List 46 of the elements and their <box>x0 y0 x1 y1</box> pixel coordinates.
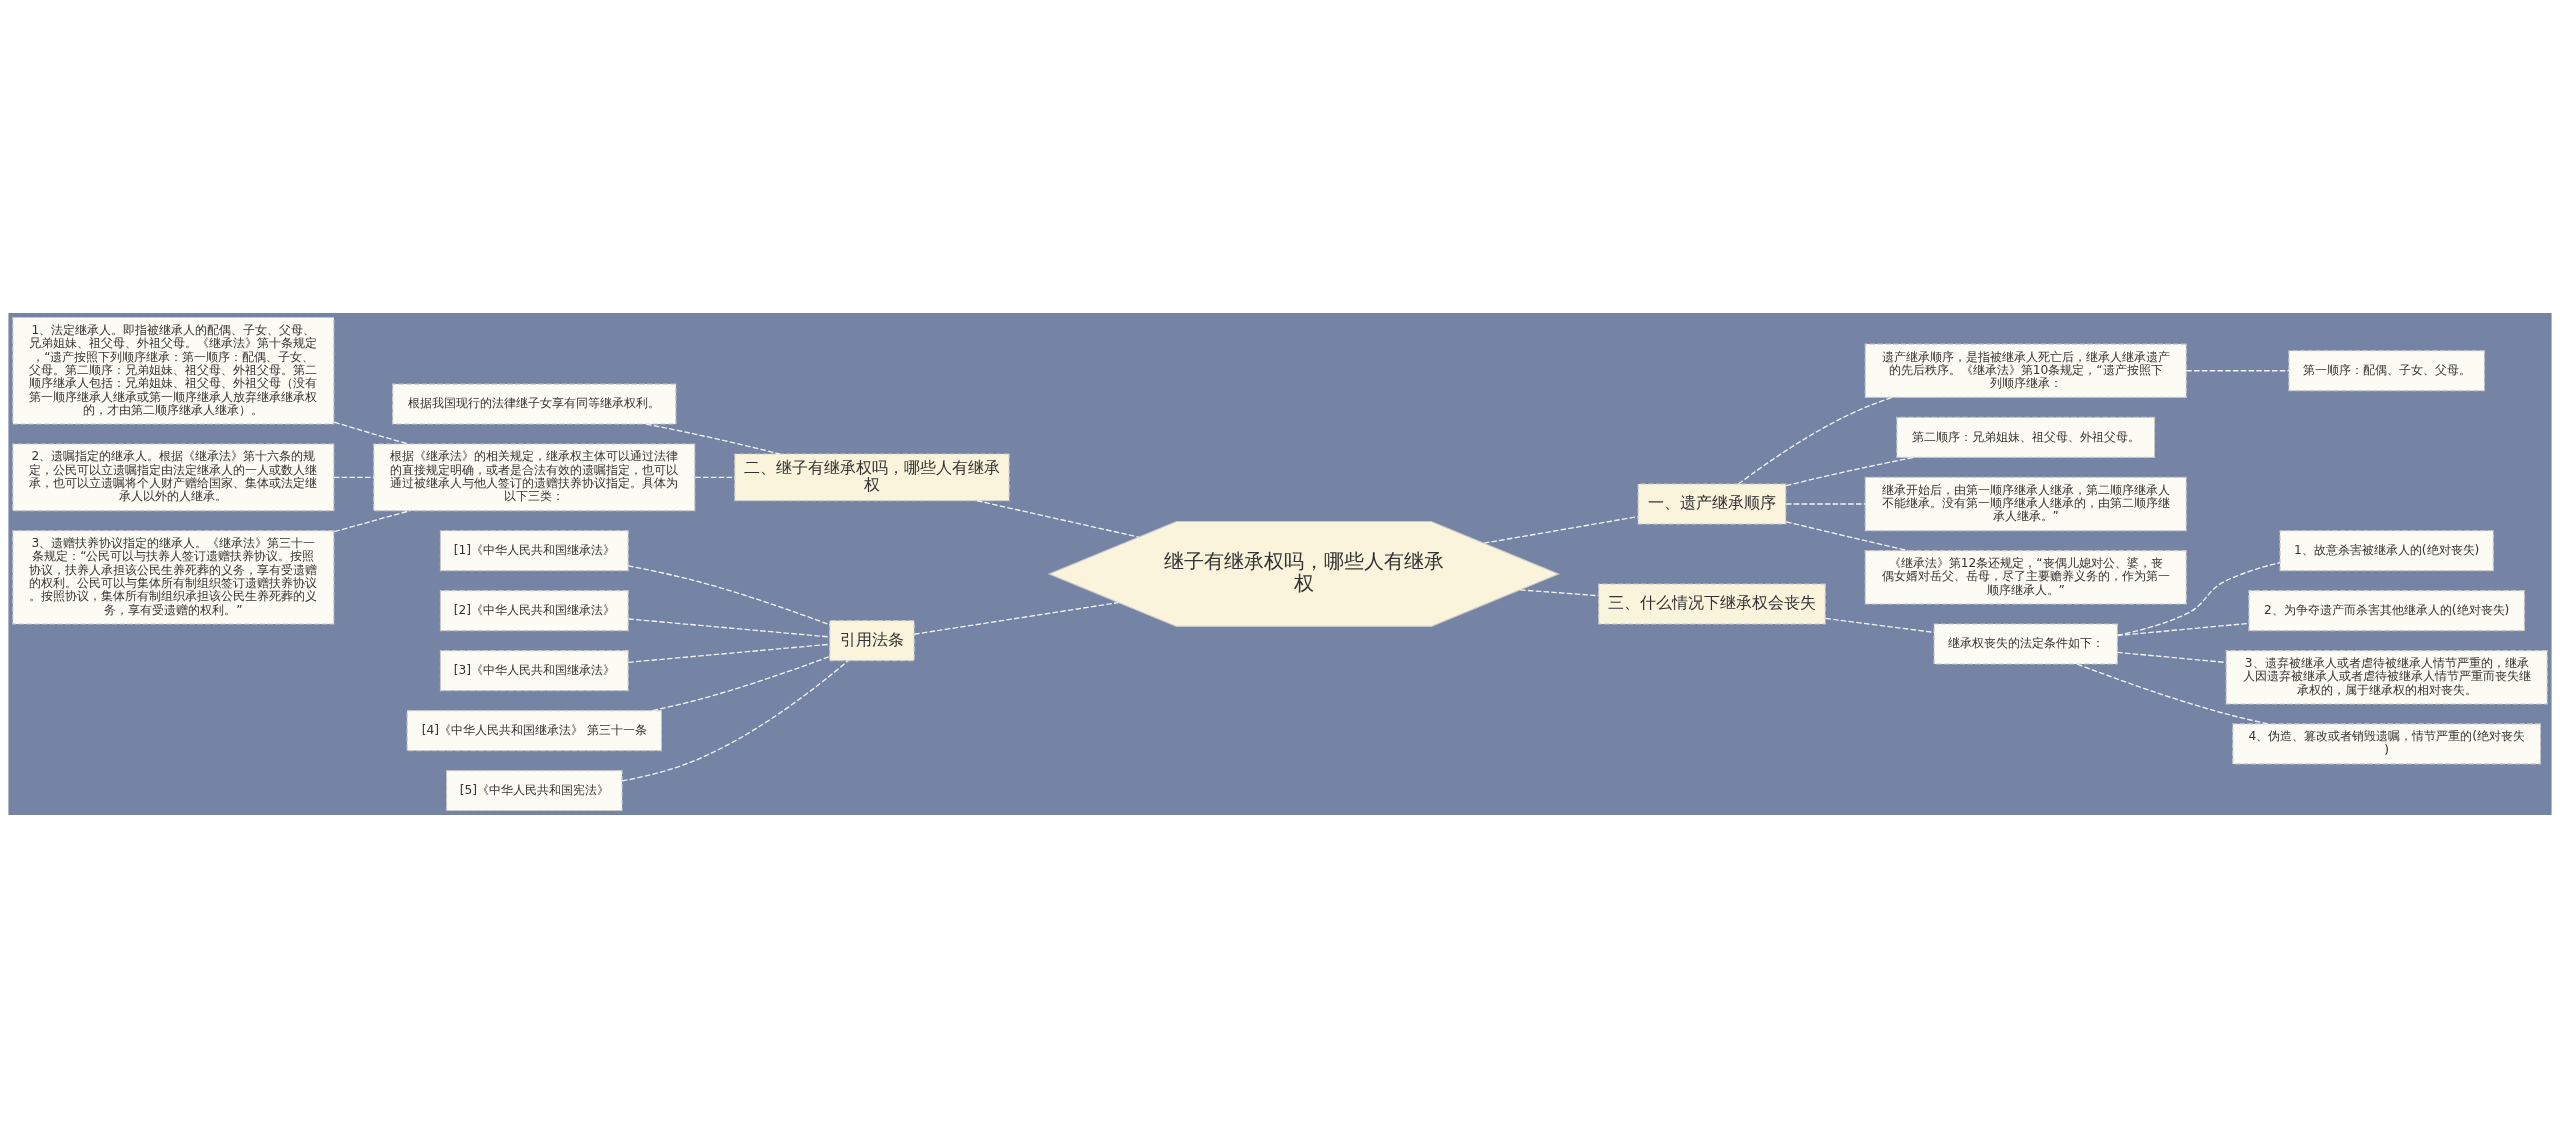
connector <box>694 476 736 478</box>
connector <box>913 601 1120 635</box>
connector <box>651 655 831 711</box>
node-box: 根据我国现行的法律继子女享有同等继承权利。 <box>392 383 677 425</box>
node-box: [5]《中华人民共和国宪法》 <box>446 769 623 811</box>
connector <box>333 420 409 445</box>
connector <box>976 499 1140 538</box>
connector <box>1785 456 1915 486</box>
node-box: 第二顺序：兄弟姐妹、祖父母、外祖父母。 <box>1896 416 2156 458</box>
connector <box>2116 561 2281 636</box>
node-box: 3、遗赠扶养协议指定的继承人。《继承法》第三十一条规定：“公民可以与扶养人签订遗赠扶养协议。按照协议，扶养人承担该公民生养死葬的义务，享有受遗赠的权利。公民可以与集体所有制组织签订遗赠扶养协议。按照协议，集体所有制组织承担该公民生养死葬的义务，享有受遗赠的权利。” <box>12 529 335 625</box>
node-box: 1、故意杀害被继承人的(绝对丧失) <box>2279 529 2494 571</box>
node-box: 2、遗嘱指定的继承人。根据《继承法》第十六条的规定，公民可以立遗嘱指定由法定继承人的一人或数人继承，也可以立遗嘱将个人财产赠给国家、集体或法定继承人以外的人继承。 <box>12 443 335 511</box>
connector <box>621 659 849 782</box>
connector <box>627 564 831 625</box>
connector <box>333 509 411 532</box>
node-box: 一、遗产继承顺序 <box>1637 483 1787 525</box>
connector <box>1785 502 1866 505</box>
node-box: 继承权丧失的法定条件如下： <box>1933 622 2118 664</box>
connector <box>2076 662 2269 725</box>
node-box: [2]《中华人民共和国继承法》 <box>439 589 629 631</box>
connector <box>1824 617 1935 633</box>
node-box: [4]《中华人民共和国继承法》 第三十一条 <box>406 709 662 751</box>
node-box: [3]《中华人民共和国继承法》 <box>439 649 629 691</box>
node-box: 2、为争夺遗产而杀害其他继承人的(绝对丧失) <box>2248 589 2525 631</box>
node-box: [1]《中华人民共和国继承法》 <box>439 529 629 571</box>
connector <box>2185 369 2290 371</box>
node-box: 遗产继承顺序，是指被继承人死亡后，继承人继承遗产的先后秩序。《继承法》第10条规定，“遗产按照下列顺序继承： <box>1864 343 2187 398</box>
node-box: 3、遗弃被继承人或者虐待被继承人情节严重的，继承人因遗弃被继承人或者虐待被继承人情节严重而丧失继承权的，属于继承权的相对丧失。 <box>2225 649 2548 704</box>
node-box: 二、继子有继承权吗，哪些人有继承权 <box>734 453 1010 501</box>
connector <box>2116 622 2250 636</box>
node-box: 第一顺序：配偶、子女、父母。 <box>2288 349 2485 391</box>
node-box: 4、伪造、篡改或者销毁遗嘱，情节严重的(绝对丧失) <box>2232 722 2542 764</box>
connector <box>627 643 831 663</box>
connector <box>1785 520 1909 551</box>
node-box: 《继承法》第12条还规定，“丧偶儿媳对公、婆，丧偶女婿对岳父、岳母，尽了主要赡养义务的，作为第一顺序继承人。” <box>1864 549 2187 605</box>
connector <box>1483 515 1639 544</box>
connector <box>1737 396 1893 485</box>
connector <box>627 617 831 638</box>
node-box: 继承开始后，由第一顺序继承人继承，第二顺序继承人不能继承。没有第一顺序继承人继承的，由第二顺序继承人继承。” <box>1864 476 2187 531</box>
connector <box>645 422 781 455</box>
node-box: 三、什么情况下继承权会丧失 <box>1598 582 1826 625</box>
connector <box>333 476 375 478</box>
node-box: 1、法定继承人。即指被继承人的配偶、子女、父母、兄弟姐妹、祖父母、外祖父母。《继承法》第十条规定，“遗产按照下列顺序继承：第一顺序：配偶、子女、父母。第二顺序：兄弟姐妹、祖父母、外祖父母。第二顺序继承人包括：兄弟姐妹、祖父母、外祖父母（没有第一顺序继承人继承或第一顺序继承人放弃继承继承权的，才由第二顺序继承人继承）。 <box>12 316 335 425</box>
node-box: 根据《继承法》的相关规定，继承权主体可以通过法律的直接规定明确，或者是合法有效的遗嘱指定，也可以通过被继承人与他人签订的遗赠扶养协议指定。具体为以下三类： <box>373 443 696 511</box>
node-box: 引用法条 <box>829 619 915 661</box>
